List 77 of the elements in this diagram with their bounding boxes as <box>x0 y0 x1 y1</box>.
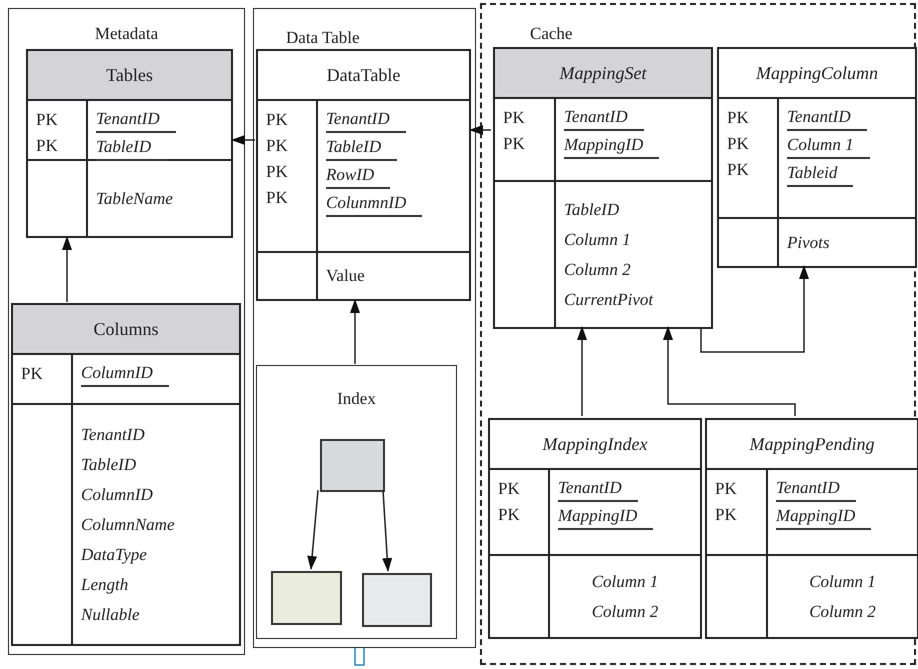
attribute-field: DataType <box>81 540 147 570</box>
arrow <box>382 490 392 572</box>
attribute-field: TableName <box>96 184 173 214</box>
attribute-field: Column 1 <box>564 224 631 254</box>
arrow <box>231 135 255 145</box>
key-marker: PK <box>36 109 59 131</box>
group-frame <box>253 8 476 648</box>
index-block <box>362 573 432 627</box>
table-name: MappingPending <box>750 432 874 456</box>
attribute-field: CurrentPivot <box>564 284 654 314</box>
group-frame <box>256 365 457 639</box>
index-block <box>271 571 342 625</box>
key-marker: PK <box>498 478 521 500</box>
attribute-field: TenantID <box>81 420 145 450</box>
primary-key-field: Column 1 <box>787 133 870 159</box>
primary-key-field: TenantID <box>776 476 856 502</box>
arrow <box>469 125 491 135</box>
primary-key-field: TenantID <box>96 107 176 133</box>
primary-key-field: TenantID <box>787 105 867 131</box>
key-marker: PK <box>266 187 289 209</box>
primary-key-field: ColumnID <box>81 361 169 387</box>
group-title: Cache <box>530 24 572 43</box>
key-marker: PK <box>503 107 526 129</box>
key-marker: PK <box>266 161 289 183</box>
table-name: DataTable <box>326 64 400 86</box>
primary-key-field: TableID <box>96 135 168 161</box>
table-name: MappingColumn <box>756 62 878 85</box>
arrow <box>307 490 319 570</box>
arrow <box>350 299 360 364</box>
attribute-field: Pivots <box>787 228 830 258</box>
table-name: Columns <box>93 318 158 340</box>
key-marker: PK <box>21 363 44 385</box>
primary-key-field: TenantID <box>326 107 406 133</box>
group-title: Metadata <box>94 24 158 43</box>
key-marker: PK <box>727 133 750 155</box>
attribute-field: Column 1 <box>809 566 876 596</box>
arrow <box>62 236 72 302</box>
attribute-field: ColumnName <box>81 510 174 540</box>
arrow <box>700 265 809 353</box>
primary-key-field: TenantID <box>564 105 644 131</box>
key-marker: PK <box>36 135 59 157</box>
group-frame <box>8 8 245 655</box>
group-title: Data Table <box>286 28 360 47</box>
key-marker: PK <box>727 159 750 181</box>
primary-key-field: RowID <box>326 163 390 189</box>
attribute-field: Nullable <box>81 600 140 630</box>
key-marker: PK <box>266 135 289 157</box>
key-marker: PK <box>266 109 289 131</box>
attribute-field: Column 1 <box>592 566 658 596</box>
attribute-field: Column 2 <box>564 254 631 284</box>
table-name: MappingSet <box>560 62 646 85</box>
attribute-field: TableID <box>81 450 136 480</box>
table-name: MappingIndex <box>542 432 648 456</box>
attribute-field: Value <box>326 261 365 291</box>
attribute-field: Column 2 <box>592 596 658 626</box>
arrow <box>577 326 587 416</box>
primary-key-field: MappingID <box>564 133 660 159</box>
attribute-field: ColumnID <box>81 480 153 510</box>
key-marker: PK <box>498 504 521 526</box>
primary-key-field: TableID <box>326 135 398 161</box>
index-block <box>320 439 385 492</box>
primary-key-field: MappingID <box>558 504 654 530</box>
group-frame <box>480 3 916 665</box>
group-title: Index <box>337 389 376 408</box>
key-marker: PK <box>503 133 526 155</box>
key-marker: PK <box>715 504 738 526</box>
attribute-field: Column 2 <box>809 596 876 626</box>
table-name: Tables <box>106 64 153 86</box>
key-marker: PK <box>727 107 750 129</box>
key-marker: PK <box>715 478 738 500</box>
primary-key-field: MappingID <box>776 504 872 530</box>
attribute-field: TableID <box>564 194 620 224</box>
arrow <box>663 326 796 416</box>
attribute-field: Length <box>81 570 128 600</box>
primary-key-field: ColunmnID <box>326 191 422 217</box>
primary-key-field: TenantID <box>558 476 638 502</box>
primary-key-field: Tableid <box>787 161 854 187</box>
